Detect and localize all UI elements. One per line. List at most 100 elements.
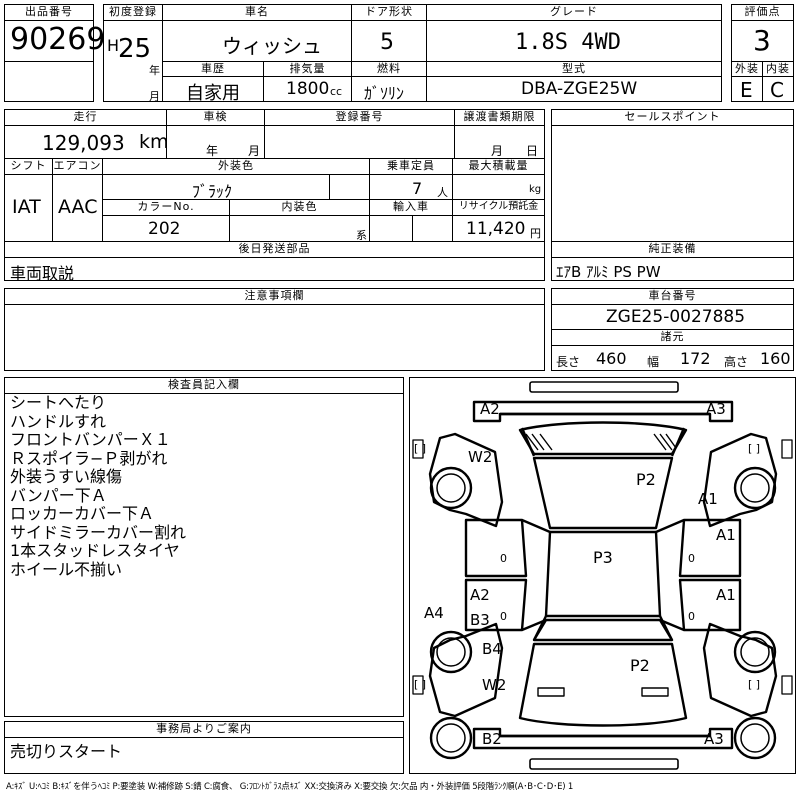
inspector-item: バンパー下Ａ [10, 485, 107, 505]
car-outline [412, 381, 793, 770]
width-label: 幅 [647, 355, 660, 369]
transfer-day-unit: 日 [526, 144, 539, 158]
damage-mark: A3 [704, 730, 724, 748]
inspector-cell [4, 393, 404, 717]
exterior-grade: E [740, 78, 753, 102]
bracket-mark: [ ] [414, 678, 427, 691]
sales-points-label: セールスポイント [551, 109, 794, 126]
height-label: 高さ [724, 355, 749, 369]
inspector-item: ハンドルすれ [10, 411, 107, 431]
later-parts-cell [4, 257, 545, 281]
inspector-item: シートへたり [10, 393, 107, 412]
lot-no: 90269 [10, 22, 106, 57]
damage-mark: B2 [482, 730, 502, 748]
office-cell [4, 737, 404, 774]
damage-legend: A:ｷｽﾞ U:ﾍｺﾐ B:ｷｽﾞを伴うﾍｺﾐ P:要塗装 W:補修跡 S:錆 … [6, 782, 574, 792]
month-unit: 月 [149, 90, 160, 103]
later-parts: 車両取説 [10, 264, 75, 283]
inspector-list: シートへたり ハンドルすれ フロントバンパーＸ１ Ｒスポイラ−Ｐ剥がれ 外装うす… [10, 393, 186, 579]
model-cell [426, 76, 722, 102]
bracket-mark: [ ] [414, 442, 427, 455]
doors: 5 [380, 30, 394, 55]
model-label: 型式 [426, 61, 722, 77]
grade: 1.8S 4WD [515, 30, 621, 55]
notes-cell [4, 304, 545, 371]
inspector-item: ホイール不揃い [10, 559, 123, 579]
recycle-amount: 11,420 [466, 219, 526, 239]
ac: AAC [58, 196, 98, 218]
shift-label: シフト [4, 158, 53, 175]
import-label: 輸入車 [369, 199, 453, 216]
notes-label: 注意事項欄 [4, 288, 545, 305]
bracket-mark: [ ] [748, 442, 761, 455]
height: 160 [760, 349, 791, 368]
inspection-month-unit: 月 [248, 144, 261, 158]
chassis-label: 車台番号 [551, 288, 794, 305]
displacement-unit: cc [330, 85, 343, 98]
damage-mark: A2 [480, 400, 500, 418]
damage-mark: A1 [716, 526, 736, 544]
inspector-item: フロントバンパーＸ１ [10, 430, 171, 449]
damage-mark: W2 [482, 676, 507, 694]
damage-mark: A1 [716, 586, 736, 604]
width: 172 [680, 349, 711, 368]
year-unit: 年 [149, 64, 160, 77]
damage-mark: A2 [470, 586, 490, 604]
reg-no-cell [264, 125, 455, 159]
damage-mark: W2 [468, 448, 493, 466]
interior-label: 内装 [762, 61, 794, 77]
displacement-label: 排気量 [263, 61, 352, 77]
zero-mark: 0 [688, 610, 695, 623]
genuine-label: 純正装備 [551, 241, 794, 258]
damage-mark: B4 [482, 640, 502, 658]
sales-points-cell [551, 125, 794, 242]
lot-no-empty-cell [4, 61, 94, 102]
mileage: 129,093 [42, 131, 125, 155]
recycle-label: リサイクル預託金 [452, 199, 545, 216]
color-label: 外装色 [102, 158, 370, 175]
inspector-item: ロッカーカバー下Ａ [10, 504, 155, 523]
damage-mark: A3 [706, 400, 726, 418]
color-no: 202 [148, 219, 181, 239]
interior-cell [762, 76, 794, 102]
color-no-label: カラーNo. [102, 199, 230, 216]
grade-label: グレード [426, 4, 722, 21]
fuel: ｶﾞｿﾘﾝ [364, 84, 405, 103]
color-cell-side [329, 174, 370, 200]
door-label: ドア形状 [351, 4, 427, 21]
chassis-no: ZGE25-0027885 [606, 307, 746, 327]
recycle-unit: 円 [530, 227, 541, 240]
int-color-cell [229, 215, 370, 242]
load-unit: kg [529, 184, 542, 195]
reg-no-label: 登録番号 [264, 109, 455, 126]
office-label: 事務局よりご案内 [4, 721, 404, 738]
office-text: 売切りスタート [10, 742, 123, 761]
genuine-cell [551, 257, 794, 281]
zero-mark: 0 [500, 552, 507, 565]
damage-mark: P3 [593, 548, 613, 567]
color: ﾌﾞﾗｯｸ [192, 182, 233, 201]
inspection-year-unit: 年 [206, 144, 219, 158]
lot-no-label: 出品番号 [4, 4, 94, 21]
car-damage-diagram: A2 A3 W2 P2 A1 A1 P3 A2 A1 A4 B3 B4 P2 W… [409, 377, 796, 774]
exterior-label: 外装 [731, 61, 763, 77]
car-name-label: 車名 [162, 4, 352, 21]
car-name: ウィッシュ [222, 34, 322, 58]
interior-grade: C [770, 78, 784, 102]
mileage-label: 走行 [4, 109, 167, 126]
int-color-label: 内装色 [229, 199, 370, 216]
fuel-label: 燃料 [351, 61, 427, 77]
damage-mark: P2 [630, 656, 650, 675]
model: DBA-ZGE25W [521, 79, 638, 99]
shift: IAT [12, 196, 41, 218]
int-color-unit: 系 [356, 229, 367, 242]
zero-mark: 0 [500, 610, 507, 623]
damage-mark: A1 [698, 490, 718, 508]
damage-mark: P2 [636, 470, 656, 489]
transfer-label: 譲渡書類期限 [454, 109, 545, 126]
dims-cell [551, 345, 794, 371]
displacement: 1800 [286, 79, 330, 99]
length-label: 長さ [556, 355, 581, 369]
inspector-label: 検査員記入欄 [4, 377, 404, 394]
import-cell [369, 215, 413, 242]
